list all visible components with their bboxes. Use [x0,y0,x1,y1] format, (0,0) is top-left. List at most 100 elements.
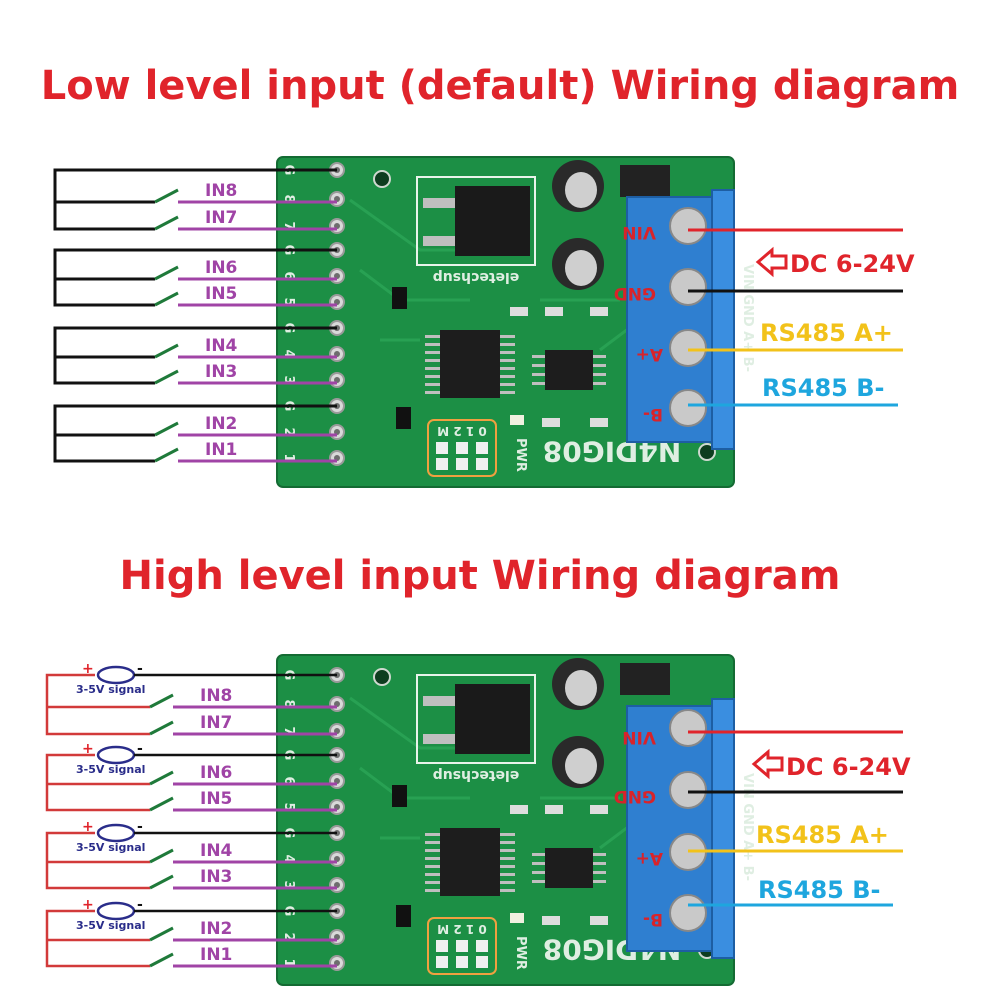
switch-blade [154,421,179,437]
jumper-highlight [427,917,497,975]
input-label: IN8 [205,181,237,201]
input-label: IN3 [205,362,237,382]
pin-silkscreen: 4 [281,854,296,863]
terminal-screws [669,207,707,427]
bottom-terminal-wires [688,730,903,907]
pin-silkscreen: 2 [281,427,296,436]
bottom-rs485-b: RS485 B- [758,876,880,904]
signal-label: 3-5V signal [76,841,145,854]
input-label: IN2 [200,919,232,939]
signal-positive-wire [45,673,150,736]
ic-main [440,828,500,896]
switch-blade [154,265,179,281]
plus-sign: + [82,741,94,757]
terminal-label-b: B- [643,404,663,424]
bottom-title: High level input Wiring diagram [120,553,841,599]
signal-source-icon [96,745,136,765]
pin-silkscreen: 8 [281,699,296,708]
pin-silkscreen: 4 [281,349,296,358]
plus-sign: + [82,897,94,913]
ground-wire [53,168,337,231]
brand-silkscreen: eletechsup [433,767,520,783]
switch-blade [149,693,174,709]
pin-silkscreen: 5 [281,297,296,306]
bottom-power-label: DC 6-24V [786,753,911,781]
terminal-label-vin: VIN [622,222,656,242]
input-label: IN2 [205,414,237,434]
minus-sign: - [137,661,143,677]
brand-silkscreen: eletechsup [433,269,520,285]
switch-blade [154,215,179,231]
top-rs485-a: RS485 A+ [760,319,893,347]
input-label: IN7 [200,713,232,733]
ic-rs485 [545,848,593,888]
switch-blade [154,343,179,359]
side-pin-labels: VIN GND A+ B- [740,773,755,881]
terminal-label-gnd: GND [614,283,656,303]
top-rs485-b: RS485 B- [762,374,884,402]
pin-silkscreen: 5 [281,802,296,811]
regulator-outline [416,674,536,764]
switch-blade [149,720,174,736]
regulator-chip [455,684,530,754]
input-label: IN6 [205,258,237,278]
input-label: IN4 [200,841,233,861]
signal-positive-wire [45,753,150,812]
bottom-rs485-a: RS485 A+ [756,821,889,849]
ic-rs485 [545,350,593,390]
minus-sign: - [137,897,143,913]
signal-positive-wire [45,831,150,890]
ic-main [440,330,500,398]
side-pin-labels: VIN GND A+ B- [740,264,755,372]
input-label: IN1 [200,945,232,965]
top-board: eletechsup 0 1 2 M PWR N4DIG08 [276,156,755,488]
pin-silkscreen: 7 [281,726,296,735]
input-label: IN1 [205,440,237,460]
terminal-label-a: A+ [636,848,663,868]
signal-label: 3-5V signal [76,763,145,776]
input-label: IN5 [205,284,237,304]
signal-positive-wire [45,909,150,968]
regulator-chip [455,186,530,256]
mount-hole [373,170,391,188]
regulator-outline [416,176,536,266]
pin-silkscreen: 1 [281,453,296,462]
jumper-label: 0 1 2 M [437,424,487,438]
plus-sign: + [82,661,94,677]
switch-blade [149,848,174,864]
switch-blade [154,188,179,204]
minus-sign: - [137,819,143,835]
pwr-label: PWR [513,936,528,970]
switch-blade [149,796,174,812]
signal-source-icon [96,665,136,685]
switch-blade [154,369,179,385]
input-label: IN7 [205,208,237,228]
jumper-highlight [427,419,497,477]
power-arrow [751,748,784,780]
mount-hole [373,668,391,686]
input-label: IN3 [200,867,232,887]
top-title: Low level input (default) Wiring diagram [41,63,960,109]
switch-blade [149,770,174,786]
terminal-label-b: B- [643,909,663,929]
top-power-label: DC 6-24V [790,250,915,278]
pin-silkscreen: 6 [281,776,296,785]
pwr-label: PWR [513,438,528,472]
switch-blade [149,952,174,968]
pin-silkscreen: 8 [281,194,296,203]
switch-blade [154,291,179,307]
terminal-label-gnd: GND [614,786,656,806]
input-label: IN5 [200,789,232,809]
signal-label: 3-5V signal [76,919,145,932]
switch-blade [154,447,179,463]
switch-blade [149,874,174,890]
jumper-label: 0 1 2 M [437,922,487,936]
power-arrow [755,246,788,278]
pin-silkscreen: 2 [281,932,296,941]
top-terminal-wires [688,228,903,407]
pin-silkscreen: 3 [281,375,296,384]
input-label: IN4 [205,336,238,356]
